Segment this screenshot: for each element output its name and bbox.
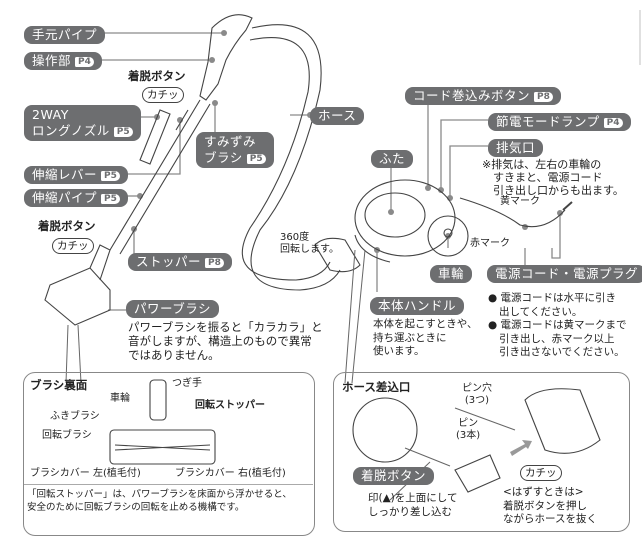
label-haikiguchi: 排気口 — [488, 139, 544, 157]
plug — [562, 201, 573, 211]
panel-divider — [24, 484, 313, 485]
label-futa: ふた — [371, 150, 414, 168]
click-bubble-hose: カチッ — [520, 465, 562, 481]
handle-shape — [199, 14, 253, 101]
label-sharin: 車輪 — [430, 265, 473, 283]
power-cord — [459, 197, 566, 228]
label-temoto-pipe: 手元パイプ — [24, 26, 106, 44]
brush-underside-panel — [23, 372, 315, 536]
power-brush-note: パワーブラシを振ると「カラカラ」と 音がしますが、構造上のもので異常 ではありま… — [128, 320, 323, 362]
yellow-mark-label: 黄マーク — [500, 196, 540, 207]
hose-end — [314, 237, 361, 273]
rotation-stopper-label: 回転ストッパー — [195, 400, 265, 411]
2way-nozzle — [139, 109, 171, 165]
release-button-bottom-label: 着脱ボタン — [38, 219, 96, 233]
leader-haiki — [449, 145, 488, 198]
label-hose: ホース — [310, 107, 365, 125]
vacuum-drawing — [44, 14, 601, 493]
insert-note: 印(▲)を上面にして しっかり差し込む — [368, 492, 458, 518]
page-ref: P5 — [113, 127, 133, 137]
page-ref: P5 — [101, 194, 120, 204]
page-ref: P4 — [603, 118, 623, 128]
wheel — [427, 215, 469, 257]
joint — [149, 379, 167, 421]
exhaust-note: ※排気は、左右の車輪の すきまと、電源コード 引き出し口からも出ます。 — [482, 158, 624, 197]
pin-label: ピン (3本) — [456, 418, 481, 441]
handle-note: 本体を起こすときや、 持ち運ぶときに 使います。 — [373, 318, 478, 357]
wheel-hub — [443, 228, 453, 238]
label-power-brush: パワーブラシ — [126, 300, 220, 318]
click-bubble-bottom: カチッ — [52, 238, 94, 254]
remove-note: <はずすときは> 着脱ボタンを押し ながらホースを抜く — [503, 486, 597, 525]
cord-notes: ● 電源コードは水平に引き 出してください。 ● 電源コードは黄マークまで 引き… — [488, 292, 627, 358]
body-handle — [354, 234, 391, 263]
label-power-cord: 電源コード・電源プラグ — [487, 265, 642, 283]
pin-hole-label: ピン穴 (3つ) — [462, 383, 492, 406]
lid — [364, 192, 426, 238]
insert-arrow-icon — [510, 440, 532, 456]
bullet-icon: ● — [488, 319, 501, 331]
rotary-brush-label: 回転ブラシ — [42, 430, 92, 441]
hose-connector — [454, 454, 501, 493]
callout-lines — [65, 249, 516, 501]
page-ref: P5 — [246, 154, 266, 164]
brush-panel-title: ブラシ裏面 — [30, 378, 88, 392]
page-ref: P4 — [75, 57, 94, 67]
tsugite-label: つぎ手 — [172, 378, 202, 389]
page-ref: P8 — [205, 258, 224, 268]
body-shell — [354, 179, 456, 257]
hose-inner — [241, 37, 331, 281]
brush-cover-left-label: ブラシカバー 左(植毛付) — [30, 468, 141, 479]
red-mark-label: 赤マーク — [470, 238, 510, 249]
leader-shinshuku-lever — [125, 120, 181, 175]
rotation-stopper-note: 「回転ストッパー」は、パワーブラシを床面から浮かせると、 安全のために回転ブラシ… — [27, 489, 292, 513]
brush-cover-right-label: ブラシカバー 右(植毛付) — [175, 468, 286, 479]
brush-neck — [89, 244, 111, 281]
hose-outer — [250, 24, 341, 291]
cord-note-1: ● 電源コードは水平に引き — [488, 292, 616, 304]
label-release-button-hose: 着脱ボタン — [353, 467, 435, 485]
hose-panel-title: ホース差込口 — [342, 380, 411, 394]
inlet-zoom-circle — [352, 397, 418, 463]
bullet-icon: ● — [488, 292, 501, 304]
page-ref: P5 — [101, 171, 120, 181]
scrollbar[interactable] — [639, 10, 641, 65]
leader-setsuden — [440, 119, 488, 190]
release-button-top-label: 着脱ボタン — [128, 69, 186, 83]
label-body-handle: 本体ハンドル — [370, 297, 465, 315]
power-brush-head — [44, 267, 111, 326]
rotation-note: 360度 回転します。 — [280, 232, 339, 255]
wheel-label: 車輪 — [110, 393, 130, 404]
fuki-brush-label: ふきブラシ — [50, 411, 100, 422]
extension-pipe — [109, 99, 211, 255]
hose-inlet-panel — [333, 372, 630, 532]
leader-plug — [551, 215, 561, 259]
brush-bottom-body — [109, 429, 216, 465]
page-ref: P8 — [534, 92, 553, 102]
click-bubble-top: カチッ — [142, 87, 184, 103]
inlet-port — [524, 388, 601, 454]
cord-note-2: ● 電源コードは黄マークまで — [488, 319, 627, 331]
